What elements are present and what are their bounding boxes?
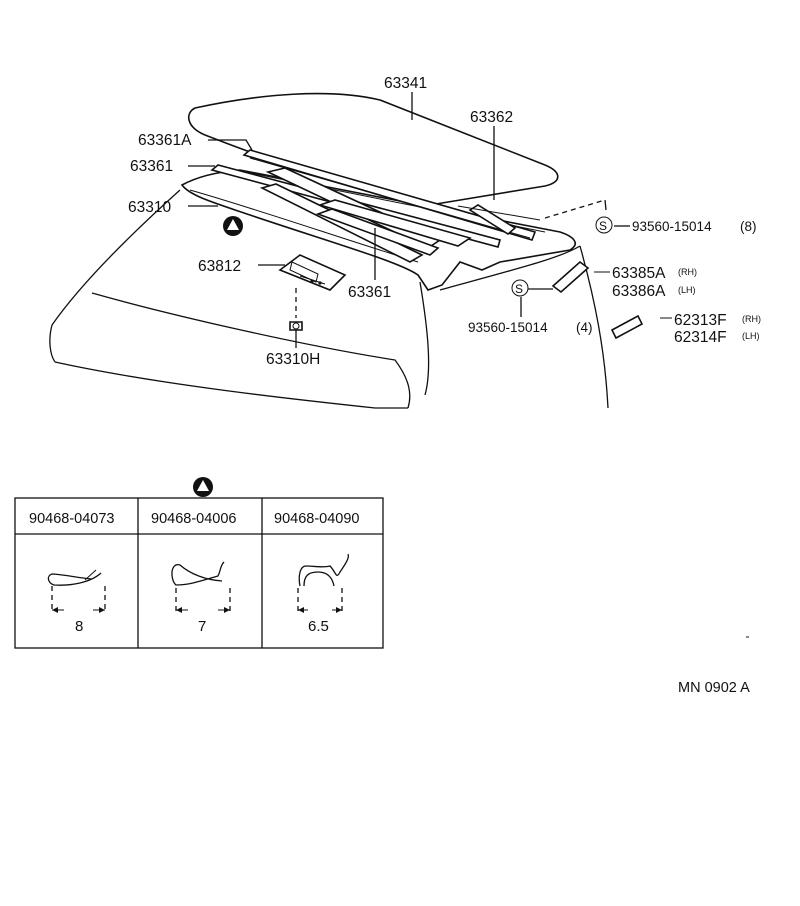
clip-part-no-2: 90468-04006 [151,511,236,527]
label-rh-1: (RH) [678,267,697,277]
screw-symbol-icon [595,216,613,234]
label-rh-2: (RH) [742,314,761,324]
clip-dimension-3: 6.5 [308,618,329,635]
clip-dimension-1: 8 [75,618,83,635]
screw-symbol-letter: S [599,219,607,233]
label-63386a: 63386A [612,283,666,300]
clip-drawing-2: 7 [171,561,231,635]
label-63361-lower: 63361 [348,284,391,301]
triangle-marker-icon [223,216,243,236]
leader-lines [188,92,672,348]
clip-table: 90468-04073 90468-04006 90468-04090 8 7 [14,497,384,649]
label-qty-4: (4) [576,320,593,335]
rail-strips [210,149,541,263]
bracket-63812 [278,254,347,291]
reference-code: MN 0902 A [678,680,750,696]
label-lh-1: (LH) [678,285,696,295]
clip-part-no-1: 90468-04073 [29,511,114,527]
label-63362: 63362 [470,109,513,126]
label-63310: 63310 [128,199,171,216]
screw-symbol-letter-2: S [515,282,523,296]
label-63361-upper: 63361 [130,158,173,175]
vehicle-body-outline [49,189,609,409]
label-lh-2: (LH) [742,331,760,341]
clip-drawing-1: 8 [47,569,106,635]
callout-labels: 63341 63362 63361A 63361 63310 63812 633… [128,75,761,368]
clip-63310h [289,288,303,331]
label-62313f: 62313F [674,312,727,329]
label-63361a: 63361A [138,132,192,149]
label-63812: 63812 [198,258,241,275]
clip-dimension-2: 7 [198,618,206,635]
label-93560-15014-8: 93560-15014 [632,219,712,234]
label-63341: 63341 [384,75,427,92]
label-qty-8: (8) [740,219,757,234]
clip-part-no-3: 90468-04090 [274,511,359,527]
clip-drawing-3: 6.5 [297,553,350,635]
label-93560-15014-4: 93560-15014 [468,320,548,335]
label-62314f: 62314F [674,329,727,346]
triangle-marker-table-icon [193,477,213,497]
side-trim-parts [551,260,644,340]
label-63385a: 63385A [612,265,666,282]
screw-symbol-icon-2 [511,279,529,297]
label-63310h: 63310H [266,351,320,368]
